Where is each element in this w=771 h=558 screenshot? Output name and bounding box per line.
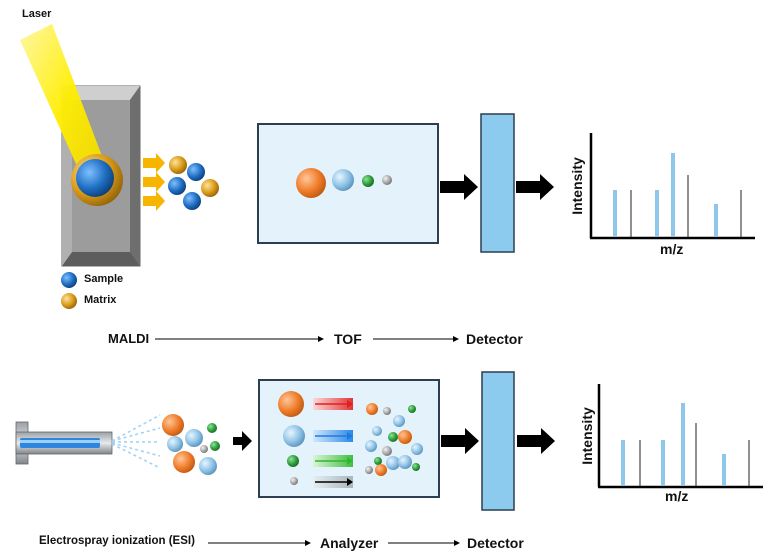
maldi-flow-arrows [440,174,554,200]
maldi-flow-lines [155,336,459,342]
flow-analyzer-label: Analyzer [320,535,379,551]
esi-flow-lines [208,540,460,546]
maldi-spectrum-ylabel: Intensity [569,157,585,215]
sample-spot [71,154,123,206]
maldi-spectrum-xlabel: m/z [660,241,684,257]
maldi-spectrum [589,133,755,240]
esi-spectrum [597,384,763,489]
sample-legend-label: Sample [84,273,124,285]
esi-spray-cone [111,414,161,469]
flow-esi-detector-label: Detector [467,535,524,551]
flow-maldi-label: MALDI [108,331,150,346]
analyzer-ions [278,391,423,488]
esi-droplets [162,414,220,475]
desorption-arrows [143,153,165,211]
desorbed-molecules [168,156,219,210]
esi-to-analyzer-arrow [233,431,252,451]
tof-detector [480,113,515,253]
flow-maldi-detector-label: Detector [466,331,523,347]
esi-detector [481,371,515,511]
esi-flow-arrows [441,428,555,454]
flow-tof-label: TOF [334,331,362,347]
matrix-legend-label: Matrix [84,294,117,306]
esi-spectrum-ylabel: Intensity [579,407,595,465]
matrix-legend-dot [61,293,77,309]
esi-spectrum-xlabel: m/z [665,488,689,504]
laser-label: Laser [22,8,52,20]
laser-beam [20,24,108,186]
tof-ions [296,168,392,198]
esi-needle [15,421,113,465]
sample-legend-dot [61,272,77,288]
flow-esi-label: Electrospray ionization (ESI) [39,535,195,547]
